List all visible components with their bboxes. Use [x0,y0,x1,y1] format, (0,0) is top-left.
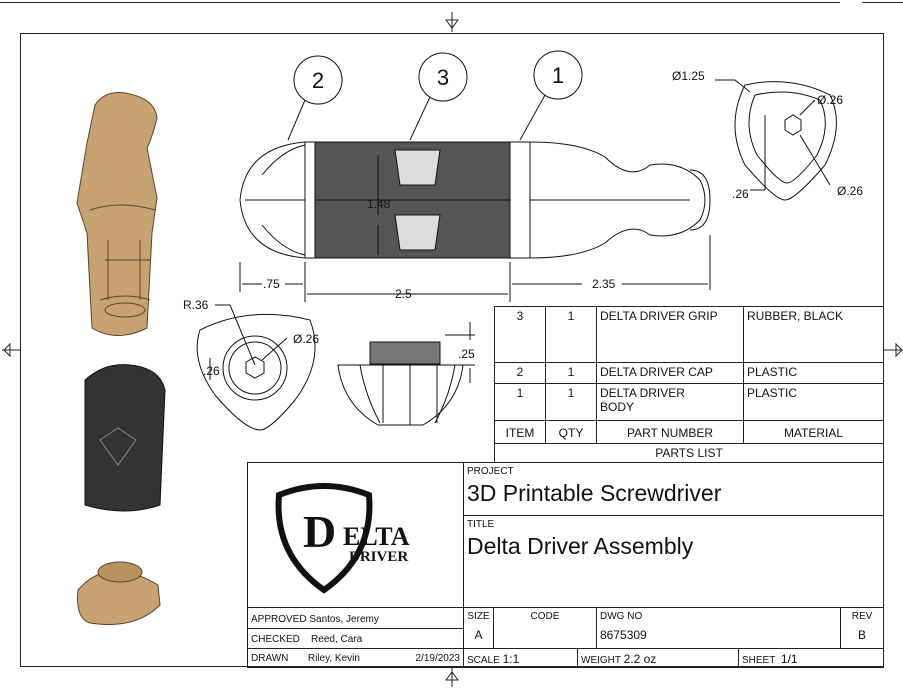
material-cell: PLASTIC [743,383,884,421]
checked-row: CHECKED Reed, Cara [247,628,464,649]
header-item: ITEM [494,420,546,444]
item-cell: 1 [494,383,546,421]
size-value: A [474,628,483,642]
balloon-label: 1 [552,63,564,88]
size-label: SIZE [467,611,490,622]
header-part-number: PART NUMBER [596,420,744,444]
checked-label: CHECKED [251,634,300,645]
scale-value: 1:1 [502,652,520,666]
project-name: 3D Printable Screwdriver [467,480,722,506]
scale-label: SCALE [467,655,500,666]
approved-value: Santos, Jeremy [309,614,379,625]
dim-d125: Ø1.25 [672,69,705,83]
rev-value: B [857,628,866,642]
material-cell: PLASTIC [743,362,884,384]
centering-marks [2,12,903,687]
sheet-top-edge-right [862,2,903,3]
qty-cell: 1 [545,362,597,384]
dim-d26-a: Ø.26 [817,93,843,107]
dwg-no-label: DWG NO [600,611,643,622]
logo-cell: D ELTA DRIVER [247,462,464,608]
drawn-label: DRAWN [251,653,289,664]
dimension-lines [239,155,711,302]
svg-text:D: D [303,506,336,557]
dim-25: 2.5 [395,287,412,301]
dim-075: .75 [263,277,280,291]
balloon-label: 3 [437,65,449,90]
drawn-row: DRAWN Riley, Kevin 2/19/2023 [247,648,464,668]
project-label: PROJECT [467,466,514,477]
front-view-screwdriver [239,141,711,259]
drawn-value: Riley, Kevin [307,653,360,664]
dim-025: .25 [458,347,475,361]
isometric-cap-view [77,561,161,626]
approved-label: APPROVED [251,614,307,625]
sheet-value: 1/1 [780,652,798,666]
drawing-title: Delta Driver Assembly [467,533,694,559]
dim-148: 1.48 [367,197,391,211]
dim-026-e: .26 [203,364,220,378]
parts-list-title: PARTS LIST [494,443,884,463]
balloon-1 [519,50,583,141]
qty-cell: 1 [545,383,597,421]
drawn-date: 2/19/2023 [415,653,461,664]
svg-text:ELTA: ELTA [343,522,410,551]
title-label: TITLE [467,519,495,530]
part-number-cell: DELTA DRIVER BODY [596,383,706,421]
balloon-2 [287,55,343,141]
cap-side-view [337,322,475,426]
approved-row: APPROVED Santos, Jeremy [247,607,464,629]
header-material: MATERIAL [743,420,884,444]
cap-end-view [196,304,316,431]
item-cell: 3 [494,306,546,363]
balloon-3 [409,52,468,141]
header-qty: QTY [545,420,597,444]
delta-driver-logo: D ELTA DRIVER [275,483,410,594]
rev-label: REV [851,611,873,622]
sheet-label: SHEET [742,655,776,666]
isometric-grip-view [84,364,166,512]
dwg-no-value: 8675309 [600,628,647,642]
sheet-top-edge [0,2,840,3]
dim-d26-d: Ø.26 [293,332,319,346]
checked-value: Reed, Cara [311,634,363,645]
code-label: CODE [493,607,597,649]
weight-label: WEIGHT [581,655,621,666]
dim-026: .26 [732,187,749,201]
dim-d26-b: Ø.26 [837,184,863,198]
dim-235: 2.35 [592,277,616,291]
item-cell: 2 [494,362,546,384]
svg-text:DRIVER: DRIVER [349,549,408,565]
balloon-label: 2 [312,68,324,93]
qty-cell: 1 [545,306,597,363]
dim-r36: R.36 [183,298,209,312]
end-view-body [715,79,837,201]
part-number-cell: DELTA DRIVER CAP [596,362,744,384]
weight-value: 2.2 oz [623,652,657,666]
part-number-cell: DELTA DRIVER GRIP [596,306,744,363]
isometric-body-view [76,92,158,336]
material-cell: RUBBER, BLACK [743,306,884,363]
